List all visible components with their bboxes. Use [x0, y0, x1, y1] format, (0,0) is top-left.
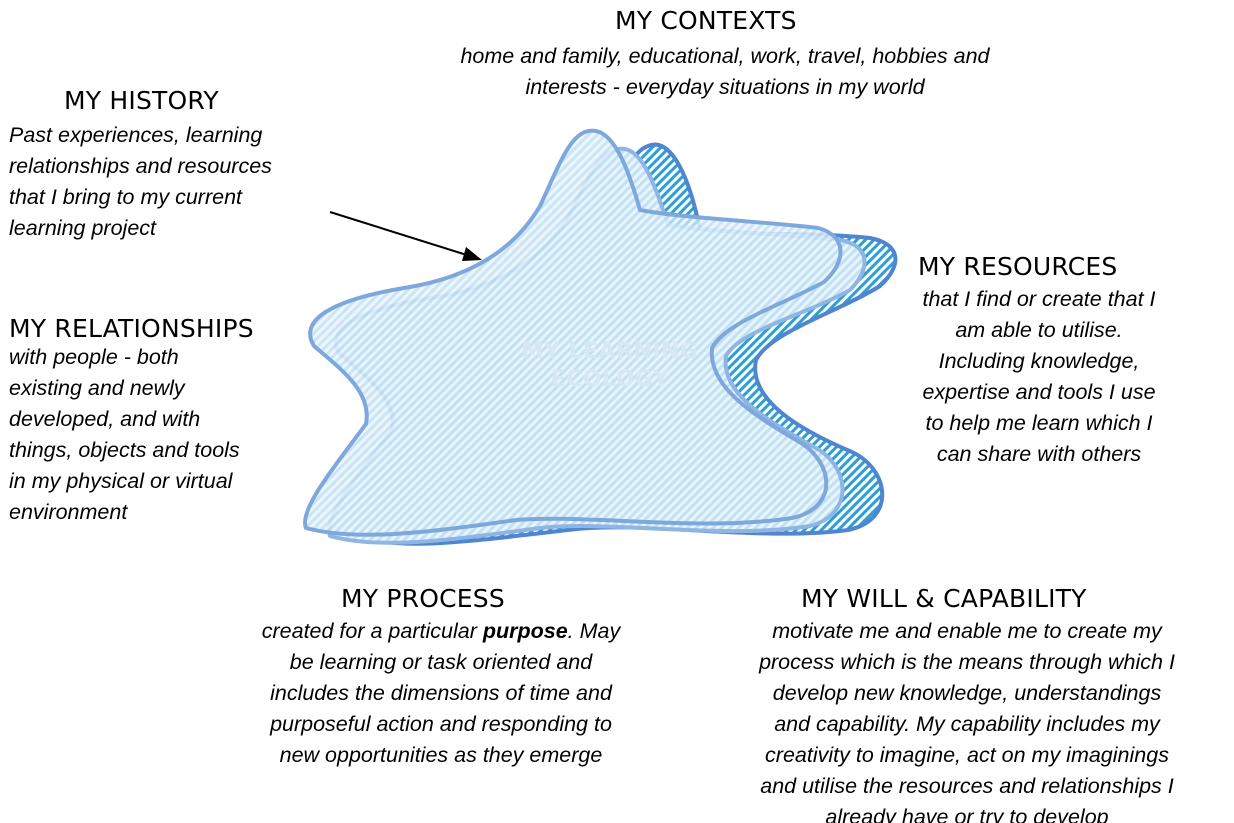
history-title: MY HISTORY [64, 86, 219, 115]
will-capability-title: MY WILL & CAPABILITY [801, 584, 1087, 613]
purpose-emphasis: purpose [482, 619, 568, 643]
history-description: Past experiences, learning relationships… [9, 123, 272, 240]
history-arrow-head [462, 247, 482, 261]
process-description: created for a particular purpose. May be… [261, 619, 621, 767]
relationships-description: with people - both existing and newly de… [9, 345, 240, 524]
resources-description: that I find or create that I am able to … [922, 287, 1156, 466]
process-title: MY PROCESS [341, 584, 505, 613]
center-label: MY LEARNING ECOLOGY [521, 339, 699, 392]
relationships-title: MY RELATIONSHIPS [9, 314, 254, 343]
star-shape-front [302, 128, 843, 537]
history-arrow [329, 211, 471, 257]
contexts-description: home and family, educational, work, trav… [460, 44, 990, 99]
will-capability-description: motivate me and enable me to create my p… [759, 619, 1175, 823]
resources-title: MY RESOURCES [918, 252, 1118, 281]
contexts-title: MY CONTEXTS [615, 6, 797, 35]
